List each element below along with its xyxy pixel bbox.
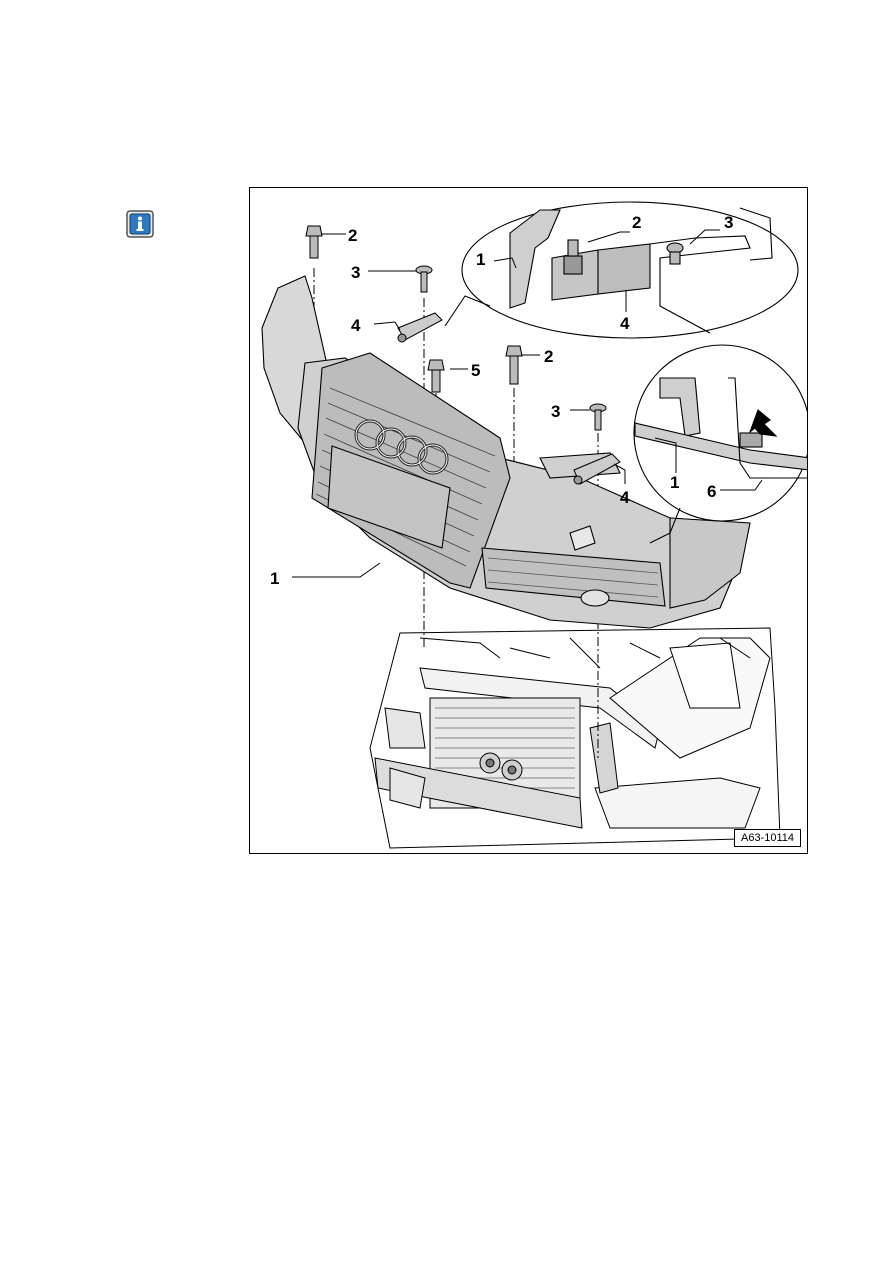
bracket-part4-mid: [573, 453, 621, 485]
callout-4-left: 4: [351, 316, 361, 335]
bolt-part3-left: [415, 265, 433, 293]
engine-bay-illustration: [369, 627, 781, 849]
info-icon[interactable]: [126, 210, 154, 238]
bumper-assembly-figure: 2 3 4 5 2 3 4 1 1 2 3 4 1 6 A63-10114: [249, 187, 808, 854]
bolt-part2-mid: [505, 345, 523, 385]
callout-2-mid: 2: [544, 347, 553, 366]
callout-3-left: 3: [351, 263, 360, 282]
bracket-part4-left: [397, 312, 443, 343]
detail1-callout-2: 2: [632, 213, 641, 232]
detail-view-2: [633, 344, 807, 544]
callout-5: 5: [471, 361, 480, 380]
callout-4-mid: 4: [620, 488, 630, 507]
bolt-part3-mid: [589, 403, 607, 431]
detail1-callout-4: 4: [620, 314, 630, 333]
detail1-callout-3: 3: [724, 213, 733, 232]
callout-2-left: 2: [348, 226, 357, 245]
bolt-part5: [427, 359, 445, 393]
detail2-callout-6: 6: [707, 482, 716, 501]
callout-1-main: 1: [270, 569, 279, 588]
bolt-part2-left: [305, 225, 323, 259]
detail2-callout-1: 1: [670, 473, 679, 492]
detail1-callout-1: 1: [476, 250, 485, 269]
bumper-cover-illustration: [261, 275, 751, 629]
detail-view-1: [444, 201, 799, 339]
callout-leaders: [292, 229, 763, 578]
figure-id-label: A63-10114: [733, 829, 801, 847]
callout-3-mid: 3: [551, 402, 560, 421]
